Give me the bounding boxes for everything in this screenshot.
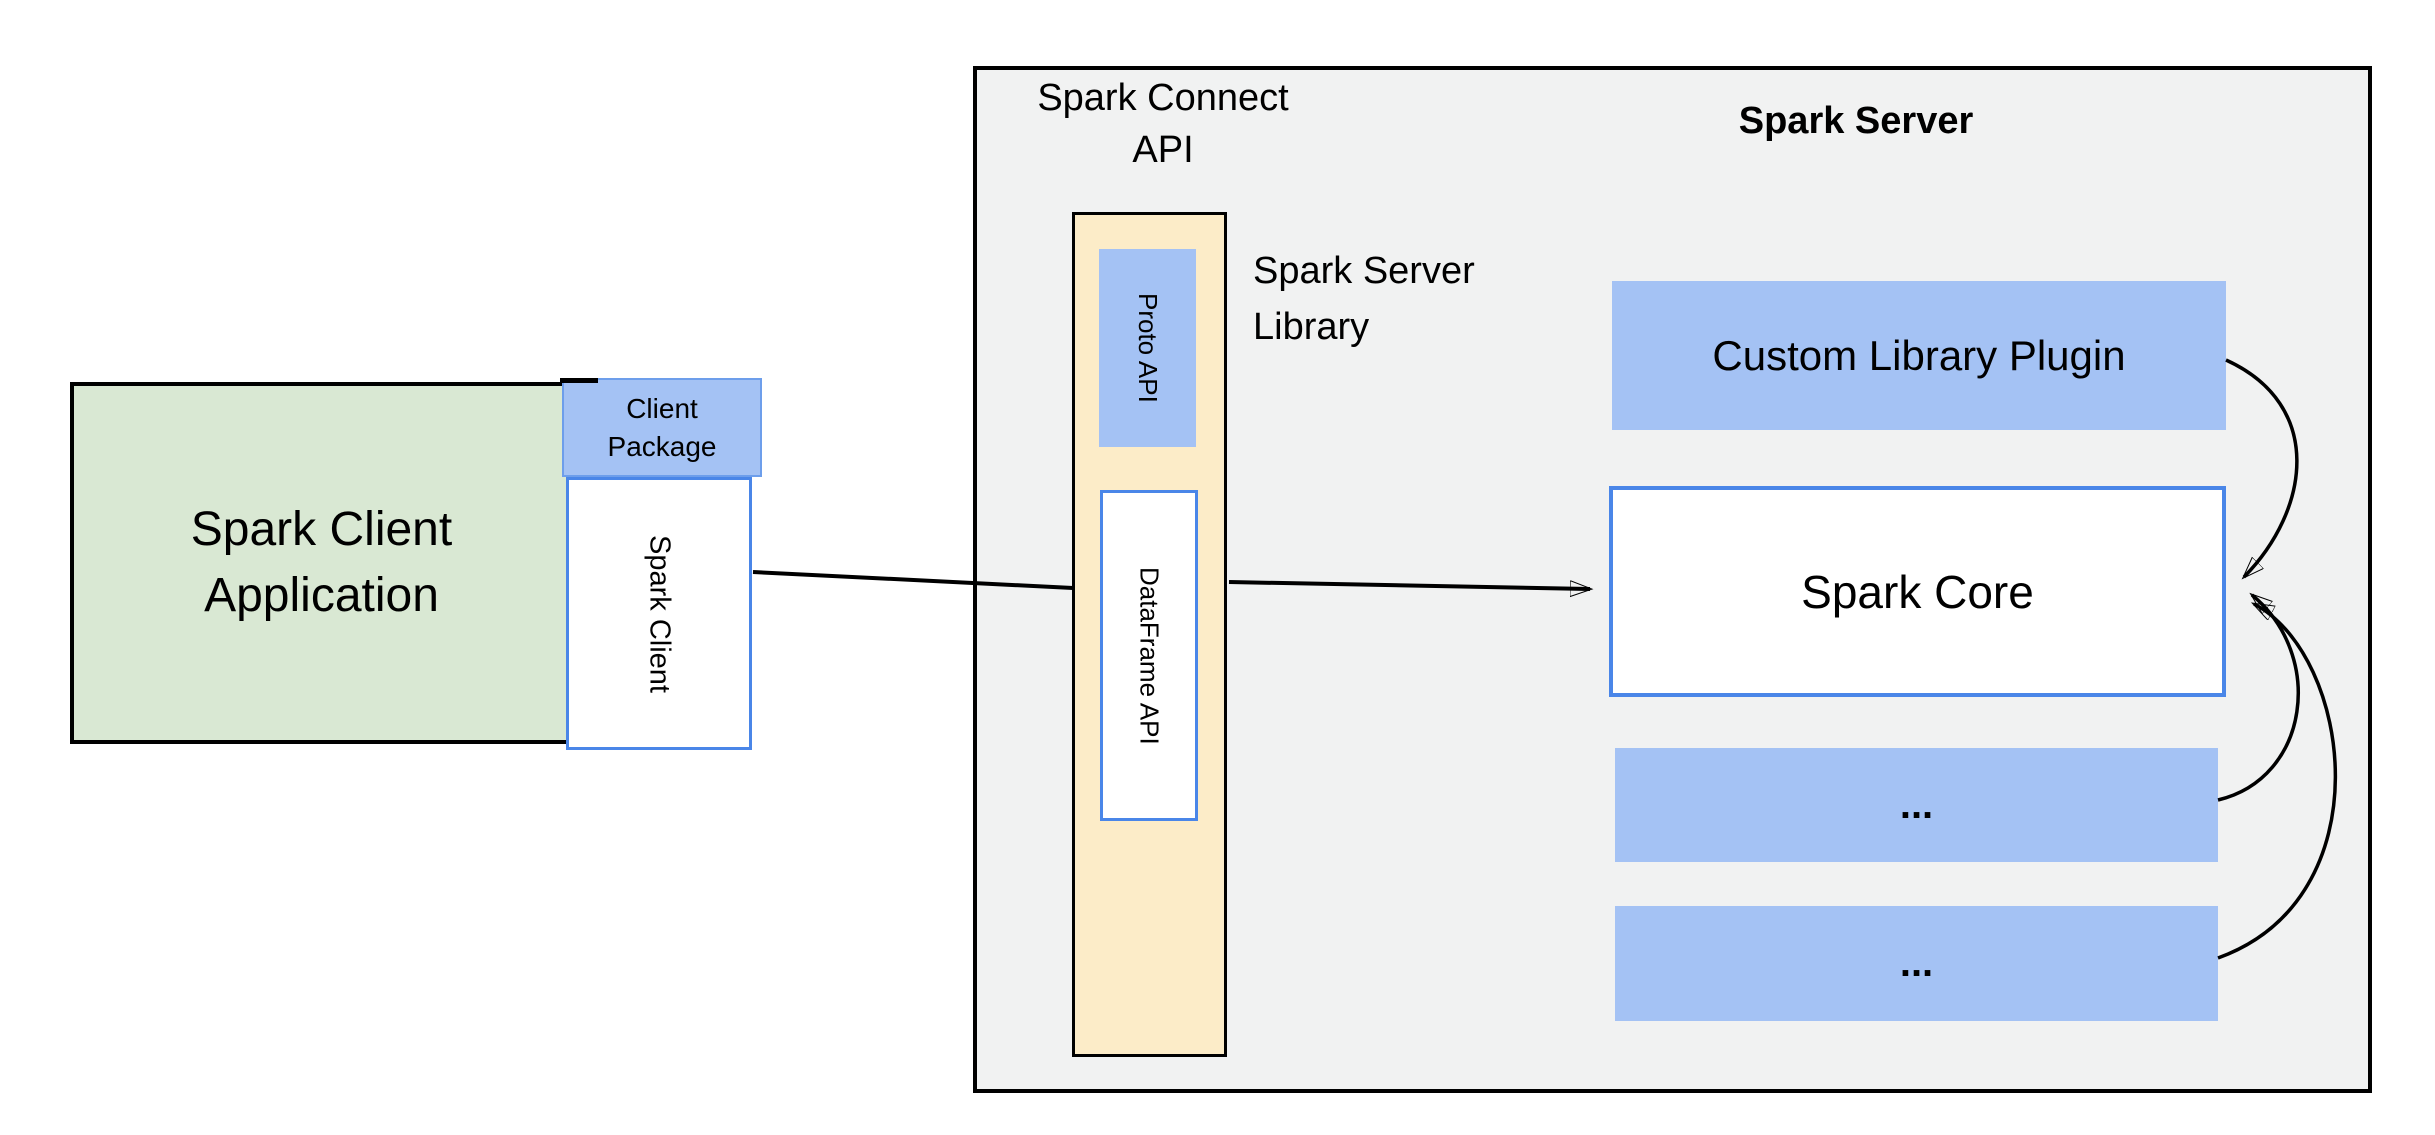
proto-api-box: Proto API	[1099, 249, 1196, 447]
spark-connect-api-label: Spark Connect API	[1003, 72, 1323, 176]
custom-library-plugin-box: Custom Library Plugin	[1612, 281, 2226, 430]
spark-server-title: Spark Server	[1738, 100, 1974, 142]
green-box-border-overhang	[560, 378, 598, 383]
extension-box-2: ...	[1615, 906, 2218, 1021]
client-package-label-line2: Package	[607, 430, 717, 462]
spark-server-library-label-line2: Library	[1253, 306, 1370, 348]
client-package-box: Client Package	[562, 378, 762, 477]
spark-client-application-box: Spark Client Application	[70, 382, 573, 744]
spark-connect-api-label-line1: Spark Connect	[1037, 77, 1289, 119]
spark-server-library-label-line1: Spark Server	[1253, 250, 1475, 292]
dataframe-api-label: DataFrame API	[1134, 566, 1165, 745]
spark-client-application-label-line2: Application	[204, 569, 439, 622]
dataframe-api-box: DataFrame API	[1100, 490, 1198, 821]
spark-client-application-label-line1: Spark Client	[190, 503, 453, 556]
spark-core-box: Spark Core	[1609, 486, 2226, 697]
spark-connect-api-label-line2: API	[1132, 129, 1194, 171]
spark-client-box: Spark Client	[566, 477, 752, 750]
extension-box-1: ...	[1615, 748, 2218, 862]
proto-api-label: Proto API	[1133, 293, 1163, 403]
spark-client-label: Spark Client	[643, 534, 676, 693]
spark-server-library-label: Spark Server Library	[1253, 243, 1593, 355]
client-package-label-line1: Client	[626, 392, 698, 424]
